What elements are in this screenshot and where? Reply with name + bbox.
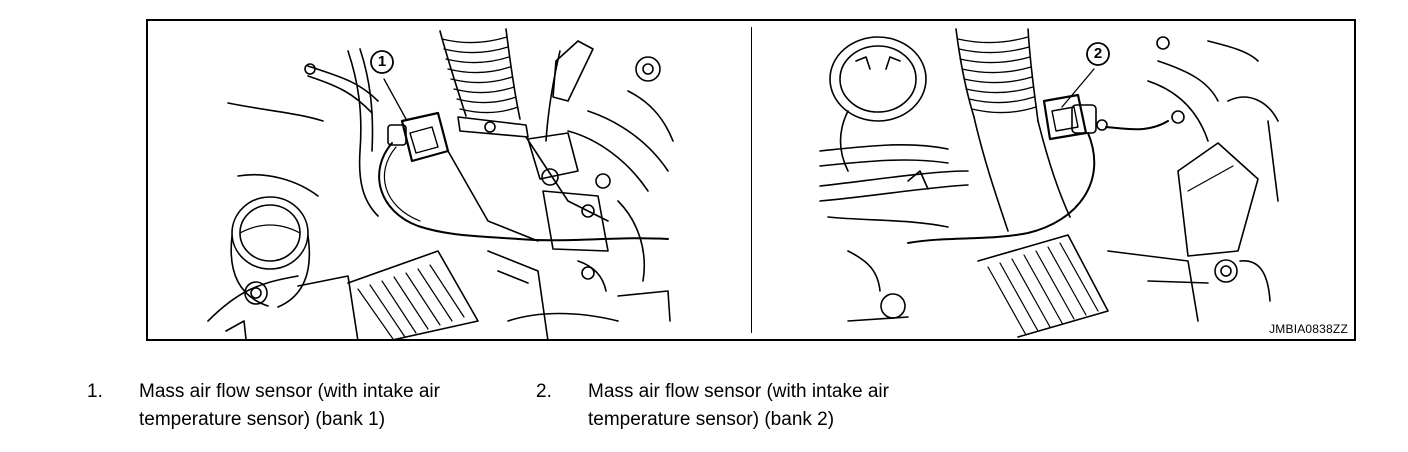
callout-1-label: 1 xyxy=(377,53,387,70)
callout-1-circle xyxy=(370,50,394,74)
legend: 1. Mass air flow sensor (with intake air… xyxy=(0,378,1408,448)
right-panel-drawing xyxy=(819,28,1279,338)
legend-item-2-text: Mass air flow sensor (with intake air te… xyxy=(588,378,988,434)
legend-item-1-number: 1. xyxy=(87,381,103,402)
callout-2-circle xyxy=(1086,42,1110,66)
legend-item-2-number: 2. xyxy=(536,381,552,402)
legend-item-2-line-1: Mass air flow sensor (with intake air xyxy=(588,381,889,402)
engine-illustration-figure: 1 2 JMBIA0838ZZ xyxy=(146,19,1356,341)
engine-line-drawing xyxy=(207,28,1279,339)
sensor-1-shape xyxy=(400,111,450,163)
panel-divider xyxy=(751,27,752,333)
legend-item-2-line-2: temperature sensor) (bank 2) xyxy=(588,409,835,430)
callout-2-label: 2 xyxy=(1093,45,1103,62)
left-panel-drawing xyxy=(207,28,674,339)
legend-item-1-line-2: temperature sensor) (bank 1) xyxy=(139,409,386,430)
legend-item-1-text: Mass air flow sensor (with intake air te… xyxy=(139,378,529,434)
legend-item-1-line-1: Mass air flow sensor (with intake air xyxy=(139,381,440,402)
figure-code-label: JMBIA0838ZZ xyxy=(1269,322,1348,336)
